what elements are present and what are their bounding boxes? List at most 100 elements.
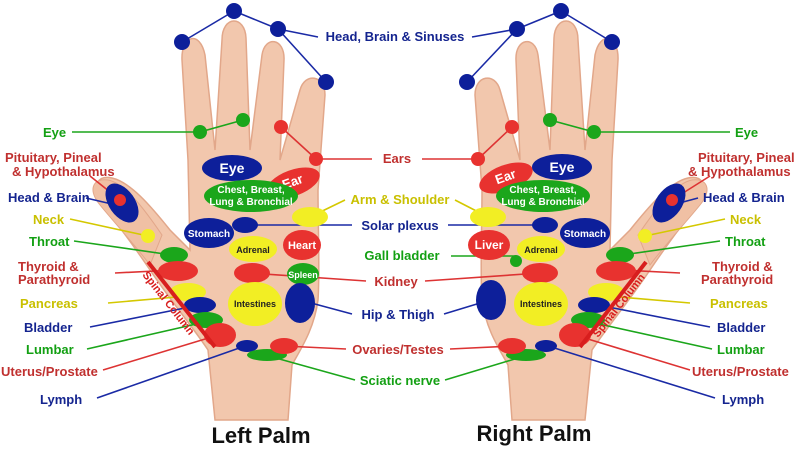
left-adrenal-label: Adrenal <box>236 245 270 255</box>
right-label-throat: Throat <box>725 234 766 249</box>
right-label-eye: Eye <box>735 125 758 140</box>
right-ear-dot-1 <box>505 120 519 134</box>
right-pituitary-dot <box>666 194 678 206</box>
left-label-head-brain: Head & Brain <box>8 190 90 205</box>
left-pinky-tip-dot <box>174 34 190 50</box>
right-label-pituitary-1: Pituitary, Pineal <box>698 150 795 165</box>
right-stomach-label: Stomach <box>564 229 606 240</box>
left-thyroid-zone <box>158 261 198 281</box>
left-heart-zone <box>283 230 321 260</box>
right-eye-zone <box>532 154 592 180</box>
right-eye-dot-1 <box>543 113 557 127</box>
right-palm-title: Right Palm <box>477 421 592 446</box>
right-liver-label: Liver <box>475 238 504 252</box>
left-ear-dot-1 <box>274 120 288 134</box>
right-ring-tip-dot <box>553 3 569 19</box>
left-eye-zone <box>202 155 262 181</box>
right-arm-shoulder-zone <box>470 207 506 227</box>
left-intestines-label: Intestines <box>234 299 276 309</box>
right-uterus-zone <box>559 323 591 347</box>
label-solar-plexus: Solar plexus <box>361 218 438 233</box>
right-liver-zone <box>468 230 510 260</box>
left-ear-dot-2 <box>309 152 323 166</box>
right-bladder-zone <box>578 297 610 313</box>
right-throat-zone <box>606 247 634 263</box>
labels: Head, Brain & Sinuses Ears Arm & Shoulde… <box>1 29 795 407</box>
right-neck-dot <box>638 229 652 243</box>
left-label-eye: Eye <box>43 125 66 140</box>
right-label-lumbar: Lumbar <box>717 342 765 357</box>
right-label-lymph: Lymph <box>722 392 764 407</box>
right-eye-dot-2 <box>587 125 601 139</box>
label-ovaries-testes: Ovaries/Testes <box>352 342 444 357</box>
right-intestines-label: Intestines <box>520 299 562 309</box>
left-label-lymph: Lymph <box>40 392 82 407</box>
left-chest-label-2: Lung & Bronchial <box>209 197 293 208</box>
left-label-pituitary-1: Pituitary, Pineal <box>5 150 102 165</box>
left-ovaries-zone <box>270 338 298 354</box>
label-hip-thigh: Hip & Thigh <box>362 307 435 322</box>
right-hip-thigh-zone <box>476 280 506 320</box>
right-label-head-brain: Head & Brain <box>703 190 785 205</box>
right-chest-zone <box>496 180 590 212</box>
label-head-brain-sinuses: Head, Brain & Sinuses <box>326 29 465 44</box>
left-eye-zone-label: Eye <box>220 160 245 176</box>
left-solar-plexus-zone <box>232 217 258 233</box>
right-label-thyroid-2: Parathyroid <box>701 272 773 287</box>
right-ear-dot-2 <box>471 152 485 166</box>
right-label-pancreas: Pancreas <box>710 296 768 311</box>
right-thyroid-zone <box>596 261 636 281</box>
left-arm-shoulder-zone <box>292 207 328 227</box>
left-label-bladder: Bladder <box>24 320 72 335</box>
right-adrenal-label: Adrenal <box>524 245 558 255</box>
left-eye-dot-2 <box>236 113 250 127</box>
right-label-pituitary-2: & Hypothalamus <box>688 164 791 179</box>
left-spinal-column-bar <box>146 260 217 349</box>
right-hand-zones: Ear Eye Chest, Breast, Lung & Bronchial … <box>459 3 686 361</box>
left-bladder-zone <box>184 297 216 313</box>
left-label-pituitary-2: & Hypothalamus <box>12 164 115 179</box>
left-throat-zone <box>160 247 188 263</box>
left-label-neck: Neck <box>33 212 65 227</box>
right-ovaries-zone <box>498 338 526 354</box>
left-index-tip-dot <box>318 74 334 90</box>
left-lymph-zone <box>236 340 258 352</box>
right-middle-tip-dot <box>509 21 525 37</box>
right-solar-plexus-zone <box>532 217 558 233</box>
left-adrenal-zone <box>229 236 277 262</box>
label-ears: Ears <box>383 151 411 166</box>
right-pancreas-zone <box>588 283 624 301</box>
left-hip-thigh-zone <box>285 283 315 323</box>
right-chest-label-1: Chest, Breast, <box>509 185 576 196</box>
left-label-thyroid-1: Thyroid & <box>18 259 79 274</box>
right-label-bladder: Bladder <box>717 320 765 335</box>
right-lymph-zone <box>535 340 557 352</box>
left-label-throat: Throat <box>29 234 70 249</box>
left-label-thyroid-2: Parathyroid <box>18 272 90 287</box>
right-stomach-zone <box>560 218 610 248</box>
right-label-uterus: Uterus/Prostate <box>692 364 789 379</box>
right-kidney-zone <box>522 263 558 283</box>
right-ear-zone-label: Ear <box>493 166 518 187</box>
left-pancreas-zone <box>170 283 206 301</box>
right-index-tip-dot <box>459 74 475 90</box>
left-stomach-zone <box>184 218 234 248</box>
left-heart-label: Heart <box>288 240 316 252</box>
left-label-pancreas: Pancreas <box>20 296 78 311</box>
left-uterus-zone <box>204 323 236 347</box>
left-eye-dot-1 <box>193 125 207 139</box>
right-spinal-column-bar <box>578 260 648 349</box>
left-label-uterus: Uterus/Prostate <box>1 364 98 379</box>
left-pituitary-dot <box>114 194 126 206</box>
left-chest-zone <box>204 180 298 212</box>
label-arm-shoulder: Arm & Shoulder <box>351 192 450 207</box>
right-pinky-tip-dot <box>604 34 620 50</box>
right-intestines-zone <box>514 282 568 326</box>
left-label-lumbar: Lumbar <box>26 342 74 357</box>
right-adrenal-zone <box>517 236 565 262</box>
left-intestines-zone <box>228 282 282 326</box>
left-neck-dot <box>141 229 155 243</box>
left-middle-tip-dot <box>270 21 286 37</box>
